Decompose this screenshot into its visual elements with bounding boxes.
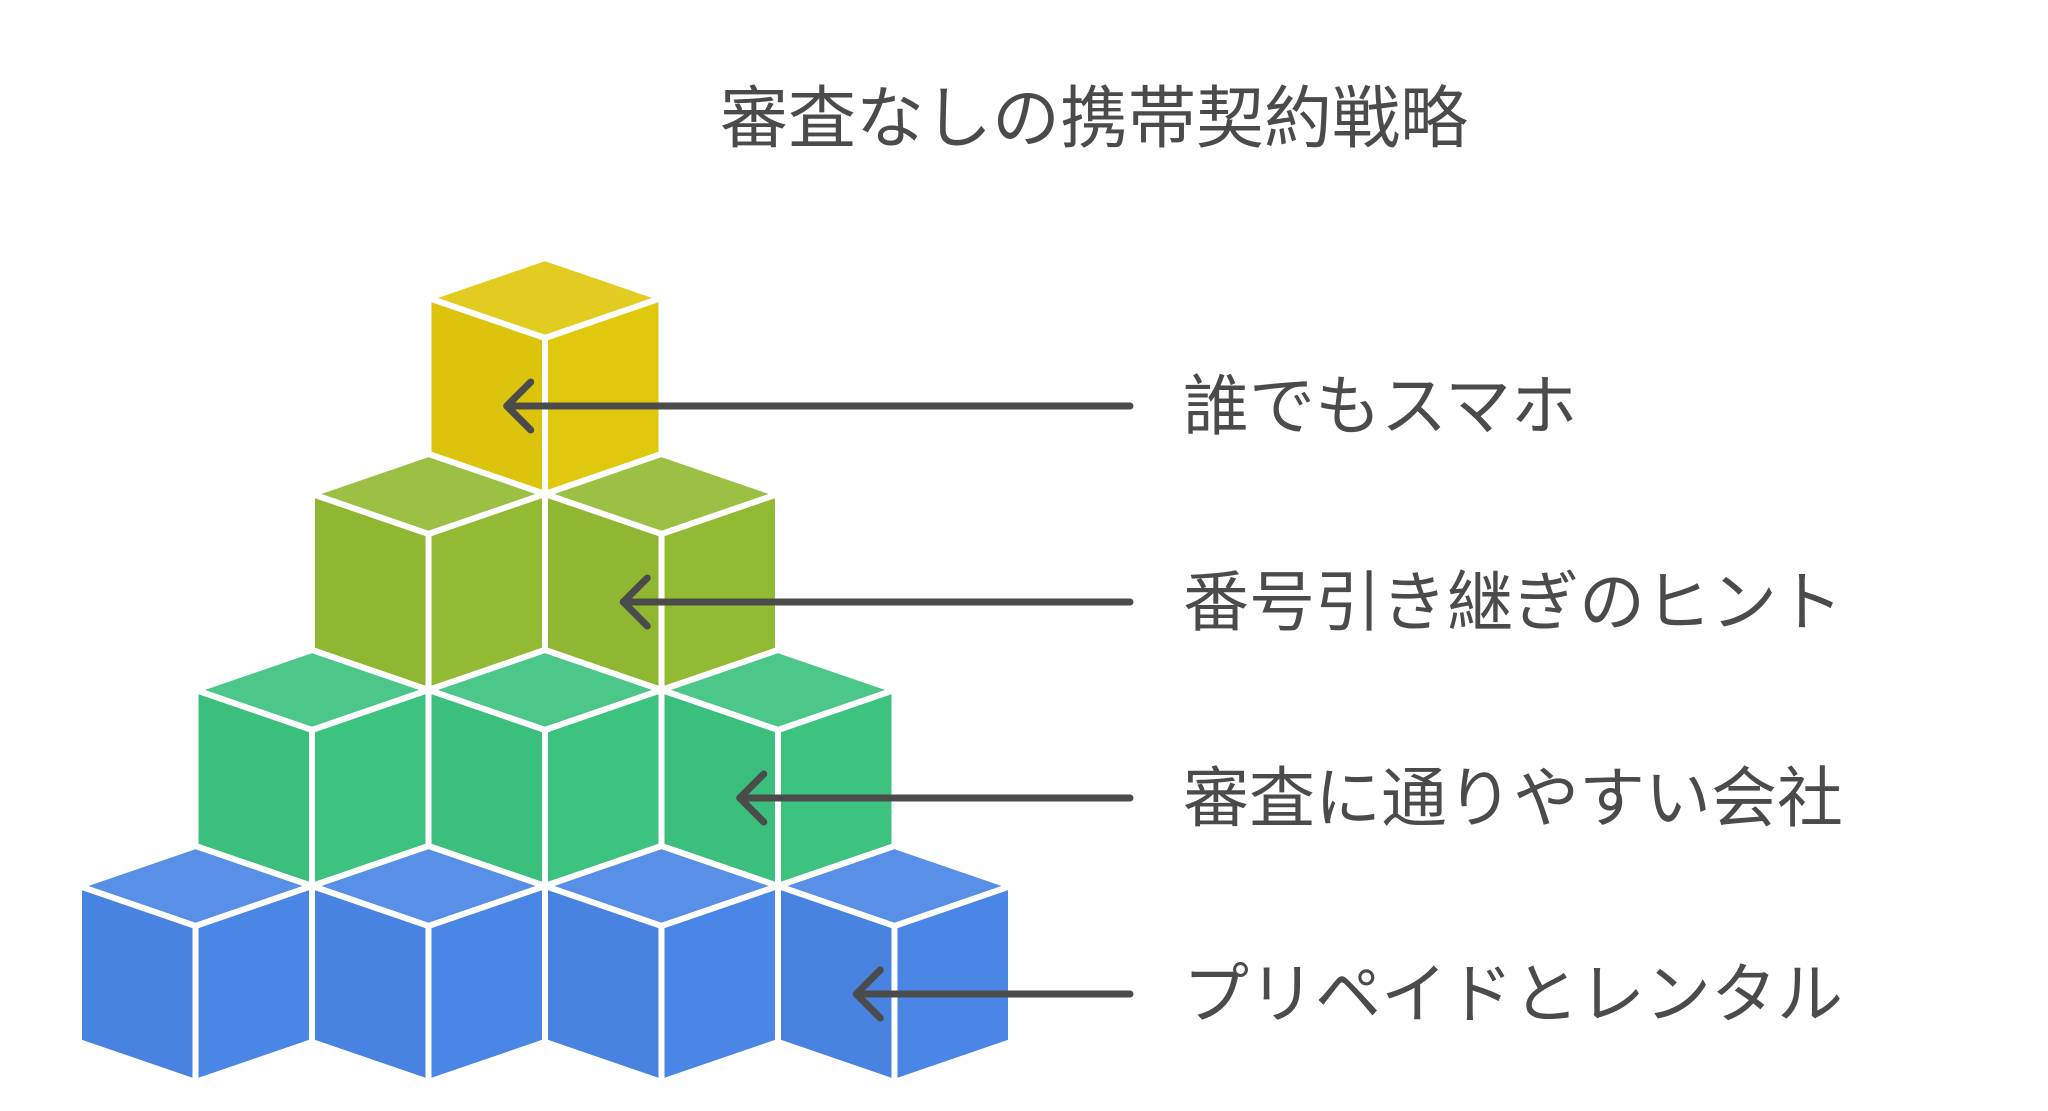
cube	[542, 451, 781, 693]
diagram-title: 審査なしの携帯契約戦略	[720, 80, 1468, 159]
cube	[192, 647, 432, 889]
tier-arrow-1	[503, 378, 1134, 434]
tier-arrow-3	[736, 770, 1134, 826]
tier-arrows	[503, 378, 1134, 1022]
cube-row-3	[192, 647, 898, 889]
cube	[76, 843, 315, 1085]
cube-row-2	[309, 451, 781, 693]
cube-pyramid	[76, 255, 1014, 1085]
cube	[425, 647, 665, 889]
cube	[425, 255, 665, 497]
tier-label-4: プリペイドとレンタル	[1183, 956, 1843, 1033]
tier-arrow-4	[852, 966, 1134, 1022]
tier-label-1: 誰でもスマホ	[1183, 368, 1577, 445]
cube-row-1	[425, 255, 665, 497]
cube	[775, 843, 1014, 1085]
cube	[309, 451, 548, 693]
tier-label-3: 審査に通りやすい会社	[1183, 760, 1843, 837]
cube-row-4	[76, 843, 1014, 1085]
cube	[309, 843, 548, 1085]
cube-right-face	[891, 883, 1014, 1085]
cube	[542, 843, 781, 1085]
tier-label-2: 番号引き継ぎのヒント	[1183, 564, 1843, 641]
tier-arrow-2	[619, 574, 1134, 630]
cube	[658, 647, 898, 889]
